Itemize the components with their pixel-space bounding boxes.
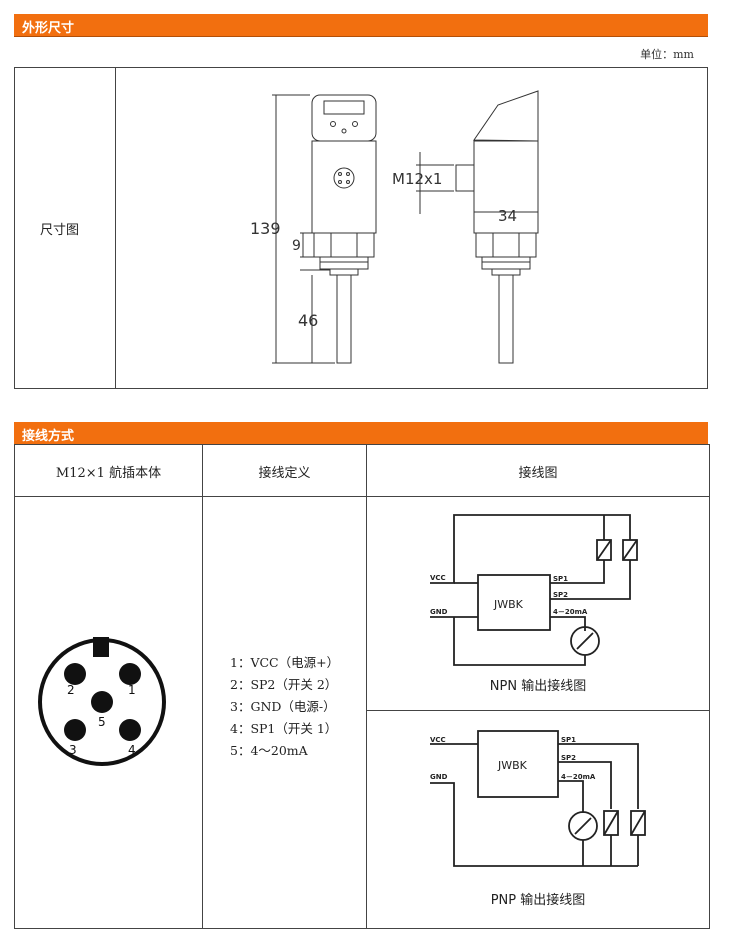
- pin-definition: 2：SP2（开关 2）: [230, 677, 338, 692]
- pnp-gnd: GND: [430, 773, 448, 781]
- pnp-sp2: SP2: [561, 754, 576, 762]
- header-connector: M12×1 航插本体: [55, 466, 162, 481]
- dim-thread: 9: [292, 238, 301, 254]
- pin-label-2: 2: [67, 683, 75, 697]
- pnp-current: 4－20mA: [561, 773, 596, 781]
- npn-caption: NPN 输出接线图: [490, 678, 586, 694]
- pin-label-4: 4: [128, 743, 136, 757]
- dimension-label-cell: [14, 67, 116, 389]
- section-title: 接线方式: [22, 429, 75, 444]
- pin-label-5: 5: [98, 715, 106, 729]
- pnp-vcc: VCC: [430, 736, 446, 744]
- npn-wiring-diagram: VCC GND JWBK SP1 SP2 4－20mA NPN 输出接线图: [430, 514, 638, 694]
- dim-probe: 46: [298, 311, 318, 330]
- display-housing: [311, 94, 377, 142]
- header-row: [14, 444, 710, 497]
- dim-total: 139: [250, 219, 281, 238]
- probe: [336, 274, 352, 364]
- m12-socket: [333, 167, 355, 189]
- pnp-caption: PNP 输出接线图: [491, 892, 586, 908]
- pin-1-icon: [119, 663, 141, 685]
- pin-label-3: 3: [69, 743, 77, 757]
- diagram-divider: [366, 710, 710, 711]
- hex-nut: [313, 232, 375, 258]
- section-header-wiring: 接线方式: [14, 422, 708, 445]
- pin-3-icon: [64, 719, 86, 741]
- npn-gnd: GND: [430, 608, 448, 616]
- side-head: [473, 90, 539, 142]
- pin-definition-list: 1：VCC（电源+） 2：SP2（开关 2） 3：GND（电源-） 4：SP1（…: [230, 652, 339, 762]
- dim-width: 34: [498, 207, 517, 225]
- pin-definition: 1：VCC（电源+）: [230, 655, 340, 670]
- pin-2-icon: [64, 663, 86, 685]
- dimension-row-label: 尺寸图: [40, 223, 80, 238]
- display-window: [323, 100, 365, 115]
- pnp-device-box: [477, 730, 559, 798]
- npn-device-label: JWBK: [493, 598, 524, 611]
- pin-5-icon: [91, 691, 113, 713]
- pnp-sp1: SP1: [561, 736, 576, 744]
- pin-4-icon: [119, 719, 141, 741]
- npn-sp1: SP1: [553, 575, 568, 583]
- dim-connector: M12x1: [392, 170, 442, 188]
- pnp-wiring-diagram: VCC GND JWBK SP1 SP2 4－20mA PNP 输出接线图: [430, 730, 646, 908]
- npn-device-box: [477, 574, 551, 631]
- header-definition: 接线定义: [258, 466, 311, 481]
- dimension-drawing: 139 9 46 M12x1 34: [250, 90, 539, 364]
- pin-definition: 3：GND（电源-）: [230, 699, 336, 714]
- unit-label: 单位：mm: [640, 48, 694, 61]
- npn-vcc: VCC: [430, 574, 446, 582]
- thread: [319, 256, 369, 270]
- pin-definition: 5：4～20mA: [230, 743, 308, 758]
- npn-sp2: SP2: [553, 591, 568, 599]
- header-diagram: 接线图: [518, 466, 558, 481]
- pin-label-1: 1: [128, 683, 136, 697]
- m12-connector-face: 2 1 5 3 4: [38, 637, 166, 766]
- pnp-device-label: JWBK: [497, 759, 528, 772]
- npn-current: 4－20mA: [553, 608, 588, 616]
- side-connector: [455, 164, 475, 192]
- section-title: 外形尺寸: [22, 21, 75, 36]
- pin-definition: 4：SP1（开关 1）: [230, 721, 338, 736]
- section-header-dimensions: 外形尺寸: [14, 14, 708, 37]
- main-body: [311, 140, 377, 234]
